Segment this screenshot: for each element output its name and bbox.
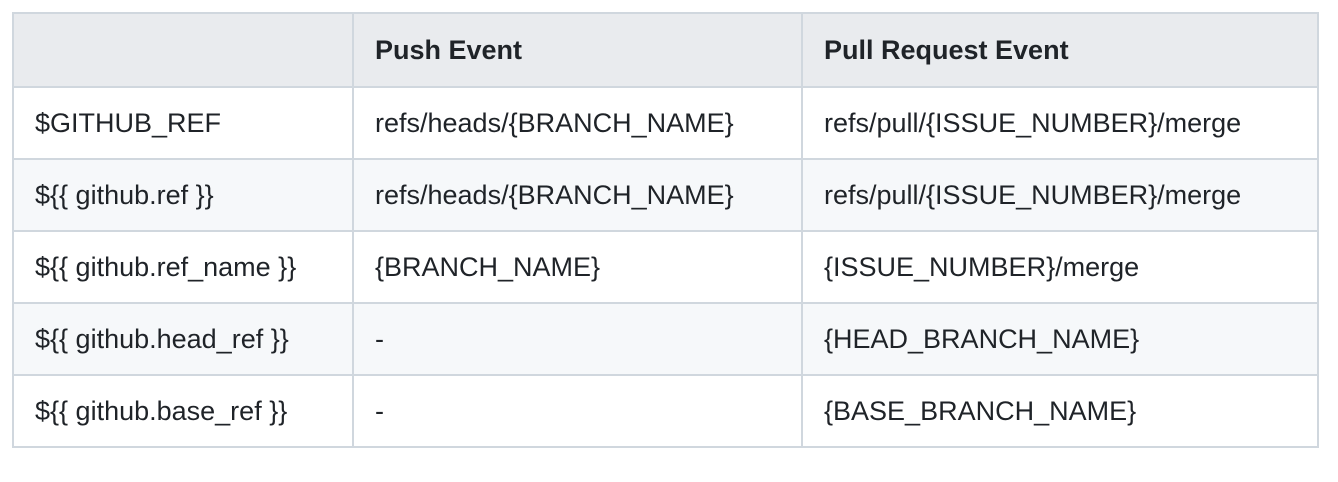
cell-pull-request-event: refs/pull/{ISSUE_NUMBER}/merge	[801, 158, 1319, 232]
table-row: $GITHUB_REF refs/heads/{BRANCH_NAME} ref…	[12, 86, 1319, 160]
cell-push-event: -	[352, 374, 803, 448]
table-row: ${{ github.base_ref }} - {BASE_BRANCH_NA…	[12, 374, 1319, 448]
cell-pull-request-event: {ISSUE_NUMBER}/merge	[801, 230, 1319, 304]
cell-variable: $GITHUB_REF	[12, 86, 354, 160]
cell-push-event: -	[352, 302, 803, 376]
cell-pull-request-event: {BASE_BRANCH_NAME}	[801, 374, 1319, 448]
cell-push-event: refs/heads/{BRANCH_NAME}	[352, 158, 803, 232]
cell-variable: ${{ github.ref_name }}	[12, 230, 354, 304]
header-cell-variable	[12, 12, 354, 88]
cell-pull-request-event: refs/pull/{ISSUE_NUMBER}/merge	[801, 86, 1319, 160]
cell-push-event: refs/heads/{BRANCH_NAME}	[352, 86, 803, 160]
github-ref-comparison-table: Push Event Pull Request Event $GITHUB_RE…	[12, 12, 1319, 448]
cell-variable: ${{ github.base_ref }}	[12, 374, 354, 448]
table-row: ${{ github.ref }} refs/heads/{BRANCH_NAM…	[12, 158, 1319, 232]
table-header: Push Event Pull Request Event	[12, 12, 1319, 88]
cell-variable: ${{ github.ref }}	[12, 158, 354, 232]
cell-pull-request-event: {HEAD_BRANCH_NAME}	[801, 302, 1319, 376]
table-row: ${{ github.ref_name }} {BRANCH_NAME} {IS…	[12, 230, 1319, 304]
header-cell-push-event: Push Event	[352, 12, 803, 88]
cell-variable: ${{ github.head_ref }}	[12, 302, 354, 376]
cell-push-event: {BRANCH_NAME}	[352, 230, 803, 304]
header-row: Push Event Pull Request Event	[12, 12, 1319, 88]
table-body: $GITHUB_REF refs/heads/{BRANCH_NAME} ref…	[12, 86, 1319, 448]
table-row: ${{ github.head_ref }} - {HEAD_BRANCH_NA…	[12, 302, 1319, 376]
header-cell-pull-request-event: Pull Request Event	[801, 12, 1319, 88]
